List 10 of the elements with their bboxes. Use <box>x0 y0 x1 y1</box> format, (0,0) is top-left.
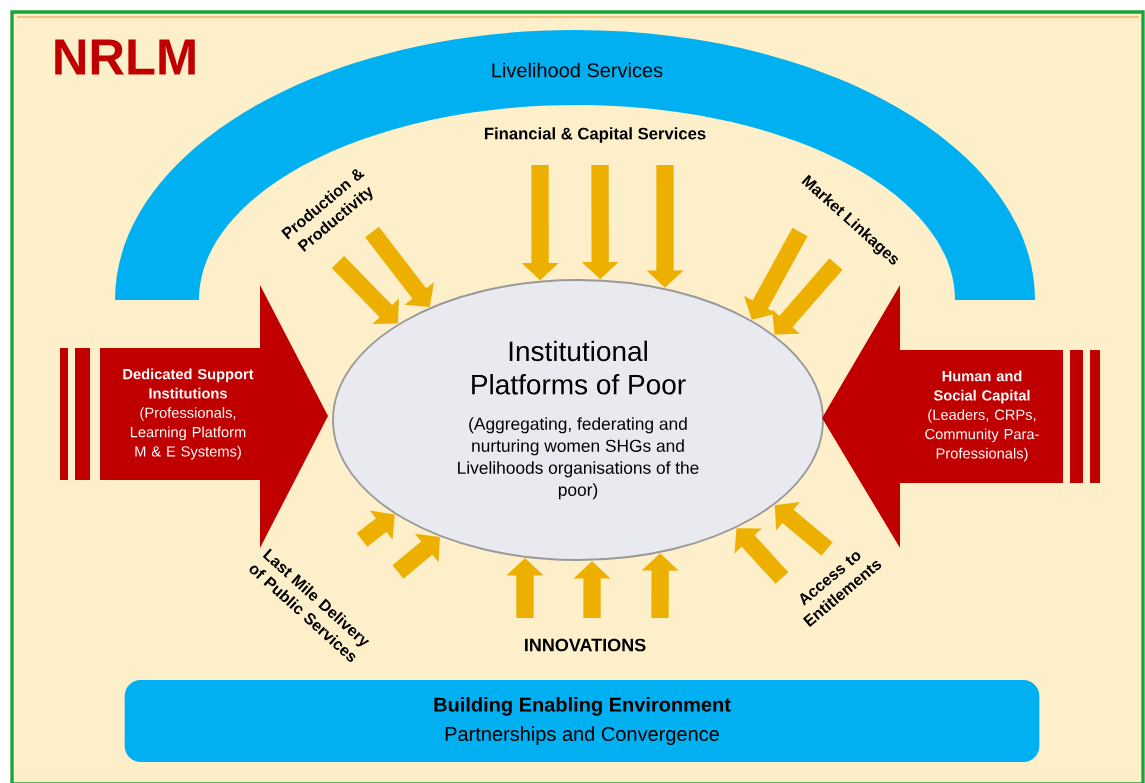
arrow <box>392 533 440 579</box>
arrow <box>774 502 833 556</box>
arrow-label: Financial & Capital Services <box>484 127 706 143</box>
arrow <box>772 258 843 335</box>
rounded-box: Building Enabling Environment Partnerships and Convergence <box>124 680 1040 762</box>
arrow <box>734 528 789 584</box>
arrow <box>356 510 395 547</box>
pointed-panel: Dedicated Support Institutions (Professionals, Learning Platform M & E Systems) <box>60 285 328 548</box>
pointed-panel: Human and Social Capital (Leaders, CRPs, Community Para-Professionals) <box>822 285 1100 548</box>
arrow-label: INNOVATIONS <box>525 638 646 652</box>
